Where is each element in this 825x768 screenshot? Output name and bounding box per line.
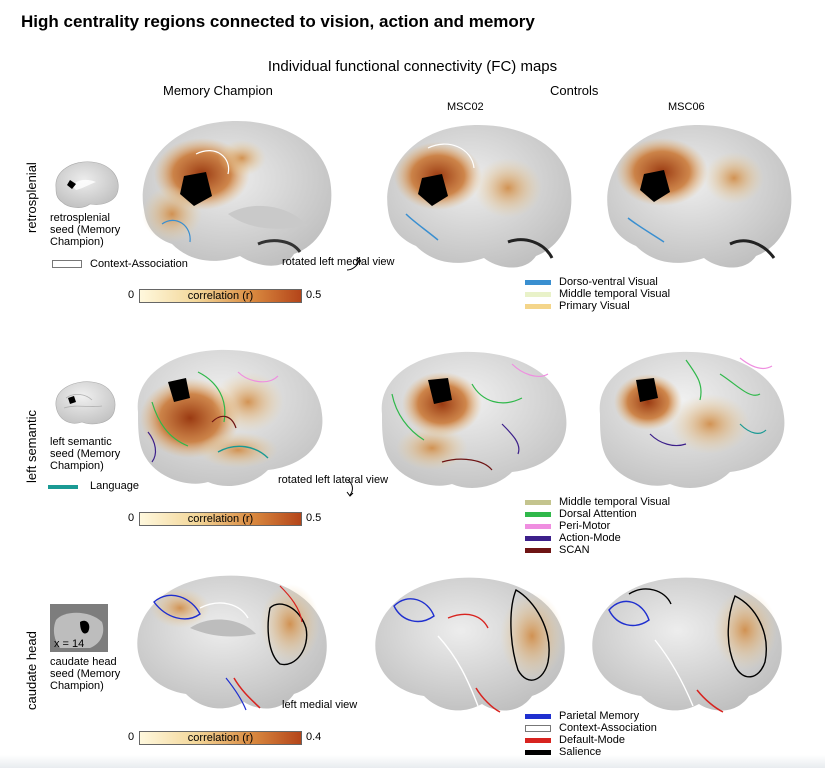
legend-item-scan: SCAN [525, 544, 590, 556]
column-header-msc02: MSC02 [447, 101, 484, 113]
seed-label-left-semantic: left semantic seed (Memory Champion) [50, 436, 121, 472]
fc-map-memory-champion-left-semantic [137, 349, 323, 486]
legend-swatch [525, 291, 551, 297]
colorbar-row1: correlation (r) [139, 289, 302, 303]
scale-min-row2: 0 [128, 512, 135, 524]
scale-max-row2: 0.5 [306, 512, 322, 524]
colorbar-label-row3: correlation (r) [187, 732, 254, 744]
seed-slice-caudate-head: x = 14 [50, 604, 108, 652]
column-header-msc06: MSC06 [668, 101, 705, 113]
legend-item-middle-temporal-visual-2: Middle temporal Visual [525, 496, 670, 508]
view-label-left-semantic: rotated left lateral view [278, 474, 389, 486]
fc-map-msc02-left-semantic [381, 351, 567, 488]
bottom-edge [0, 755, 825, 768]
legend-swatch [525, 279, 551, 285]
legend-swatch [525, 547, 551, 553]
figure-title: High centrality regions connected to vis… [21, 12, 535, 31]
scale-max-row1: 0.5 [306, 289, 322, 301]
language-swatch [48, 485, 78, 489]
legend-swatch [525, 303, 551, 309]
legend-item-parietal-memory: Parietal Memory [525, 710, 639, 722]
rotation-arrow-icon [346, 257, 362, 271]
legend-swatch [525, 535, 551, 541]
fc-map-msc06-caudate-head [592, 577, 782, 713]
fc-map-msc06-left-semantic [599, 351, 785, 488]
fc-map-memory-champion-retrosplenial [142, 121, 332, 266]
colorbar-label-row1: correlation (r) [187, 290, 254, 302]
legend-item-default-mode: Default-Mode [525, 734, 625, 746]
colorbar-row2: correlation (r) [139, 512, 302, 526]
legend-swatch [525, 523, 551, 529]
fc-map-memory-champion-caudate-head [137, 575, 327, 711]
seed-icon-retrosplenial [55, 161, 119, 208]
seed-label-retrosplenial: retrosplenial seed (Memory Champion) [50, 212, 121, 248]
legend-item-primary-visual: Primary Visual [525, 300, 630, 312]
legend-item-action-mode: Action-Mode [525, 532, 621, 544]
legend-swatch [525, 737, 551, 743]
colorbar-row3: correlation (r) [139, 731, 302, 745]
legend-swatch [525, 499, 551, 505]
seed-label-caudate-head: caudate head seed (Memory Champion) [50, 656, 121, 692]
figure-subtitle: Individual functional connectivity (FC) … [267, 58, 558, 75]
row-label-retrosplenial: retrosplenial [24, 162, 39, 233]
legend-key-language: Language [90, 480, 139, 492]
legend-item-peri-motor: Peri-Motor [525, 520, 610, 532]
rotation-arrow-icon [346, 479, 354, 497]
legend-item-context-association: Context-Association [525, 722, 657, 734]
scale-max-row3: 0.4 [306, 731, 322, 743]
view-label-caudate-head: left medial view [282, 699, 358, 711]
fc-map-msc02-caudate-head [375, 577, 565, 713]
legend-item-middle-temporal-visual: Middle temporal Visual [525, 288, 670, 300]
fc-map-msc02-retrosplenial [387, 125, 572, 268]
row-label-caudate-head: caudate head [24, 631, 39, 710]
legend-swatch [525, 511, 551, 517]
legend-swatch [525, 713, 551, 719]
row-label-left-semantic: left semantic [24, 410, 39, 483]
scale-min-row1: 0 [128, 289, 135, 301]
seed-icon-left-semantic [55, 381, 116, 425]
slice-label: x = 14 [54, 638, 85, 650]
colorbar-label-row2: correlation (r) [187, 513, 254, 525]
fc-map-msc06-retrosplenial [607, 125, 792, 268]
legend-item-dorsal-attention: Dorsal Attention [525, 508, 637, 520]
column-header-controls: Controls [550, 83, 599, 98]
legend-key-context-association: Context-Association [90, 258, 188, 270]
caudate-slice-image [50, 604, 108, 652]
scale-min-row3: 0 [128, 731, 135, 743]
view-label-retrosplenial: rotated left medial view [282, 256, 395, 268]
legend-swatch [525, 749, 551, 755]
legend-item-dorso-ventral-visual: Dorso-ventral Visual [525, 276, 658, 288]
column-header-memory-champion: Memory Champion [163, 83, 273, 98]
context-association-swatch [52, 260, 82, 268]
legend-swatch [525, 724, 551, 732]
